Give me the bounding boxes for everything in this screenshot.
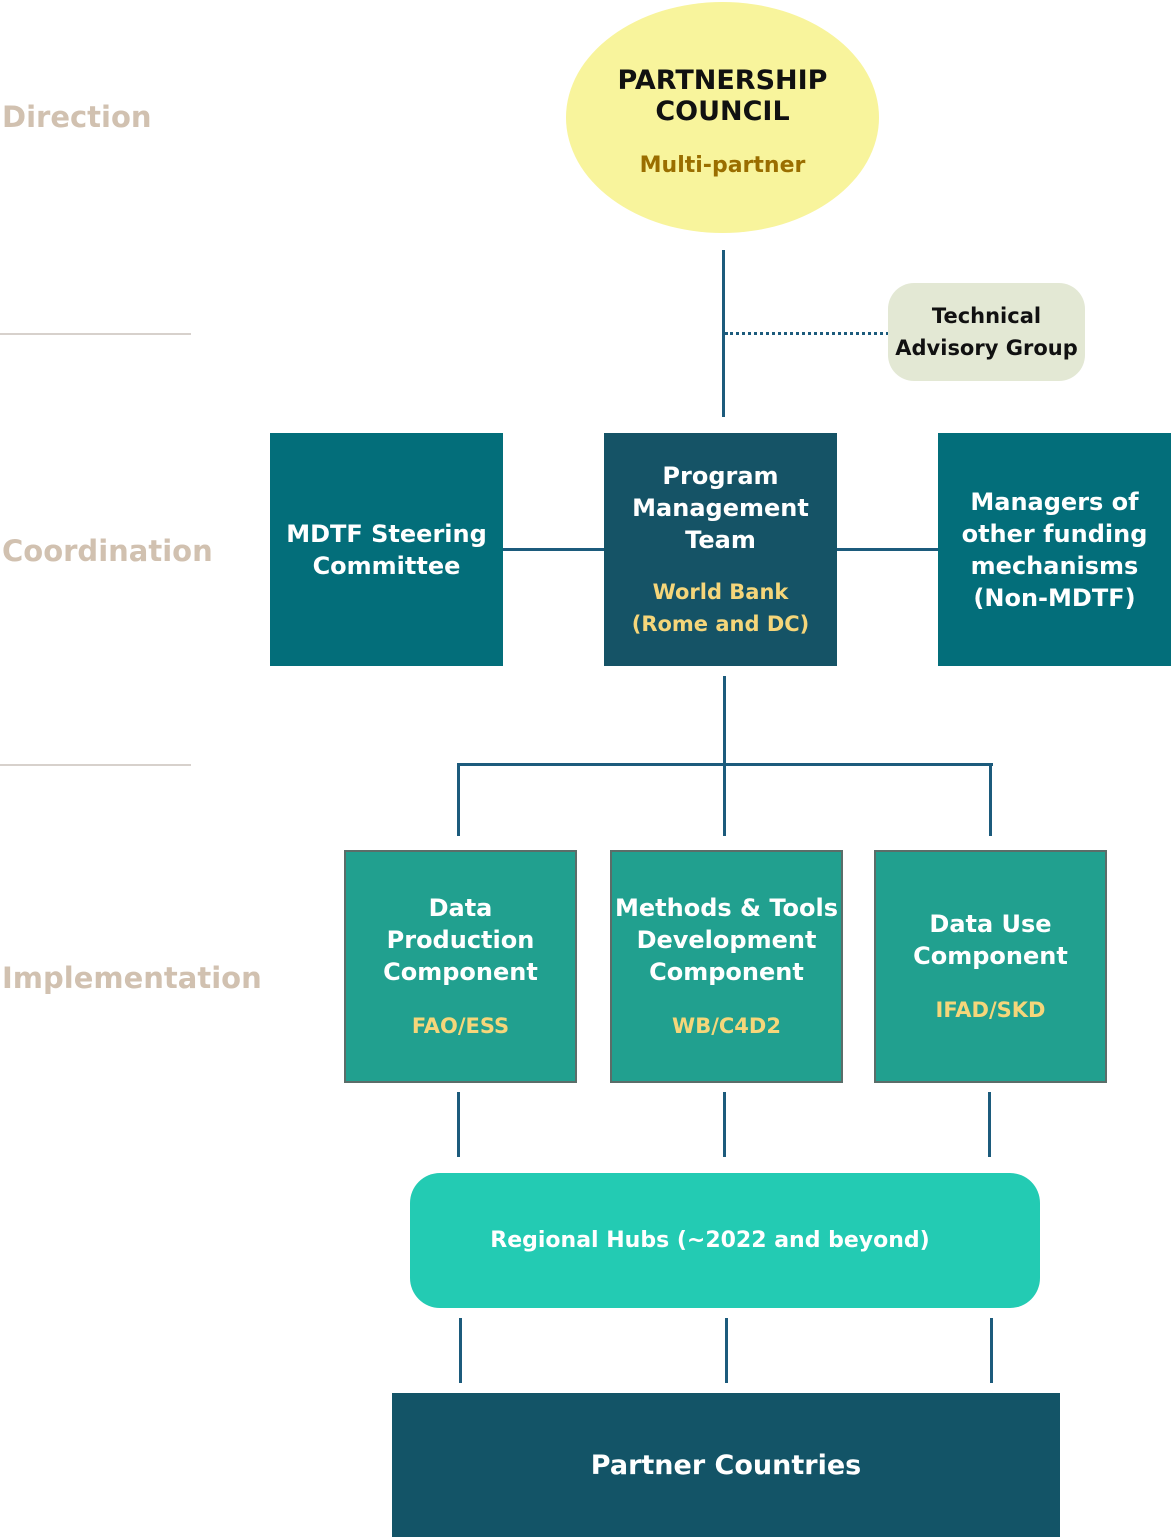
- mdtf-steering-committee-title: MDTF Steering Committee: [286, 519, 487, 580]
- component-title: Data Production Component: [383, 893, 538, 986]
- program-management-team-node: Program Management Team World Bank (Rome…: [604, 433, 837, 666]
- partnership-council-title: PARTNERSHIP COUNCIL: [617, 65, 828, 127]
- connector-to-data-production: [457, 763, 460, 836]
- technical-advisory-group-title: Technical Advisory Group: [895, 304, 1078, 360]
- connector-pmt-to-other-funding: [836, 548, 939, 551]
- component-subtitle: FAO/ESS: [411, 1013, 510, 1038]
- connector-data-production-to-hubs: [457, 1092, 460, 1157]
- data-use-component-node: Data Use Component IFAD/SKD: [874, 850, 1107, 1083]
- partnership-council-subtitle: Multi-partner: [639, 153, 806, 178]
- connector-methods-tools-to-hubs: [723, 1092, 726, 1157]
- other-funding-managers-node: Managers of other funding mechanisms (No…: [938, 433, 1171, 666]
- program-management-team-subtitle: World Bank (Rome and DC): [631, 579, 810, 636]
- methods-tools-component-node: Methods & Tools Development Component WB…: [610, 850, 843, 1083]
- component-subtitle: IFAD/SKD: [935, 997, 1046, 1022]
- level-separator-coordination: [0, 764, 191, 766]
- other-funding-managers-title: Managers of other funding mechanisms (No…: [961, 487, 1148, 612]
- partner-countries-node: Partner Countries: [392, 1393, 1060, 1537]
- connector-components-crossbar: [457, 763, 993, 766]
- partnership-council-node: PARTNERSHIP COUNCIL Multi-partner: [566, 2, 879, 233]
- connector-council-to-pmt: [722, 250, 725, 417]
- connector-hubs-to-partners-right: [990, 1318, 993, 1383]
- program-management-team-title: Program Management Team: [632, 461, 809, 554]
- level-label-direction: Direction: [2, 100, 152, 134]
- connector-hubs-to-partners-left: [459, 1318, 462, 1383]
- connector-pmt-to-components-trunk: [723, 676, 726, 836]
- connector-data-use-to-hubs: [988, 1092, 991, 1157]
- connector-mdtf-to-pmt: [502, 548, 605, 551]
- connector-advisory-dotted: [725, 332, 889, 335]
- connector-hubs-to-partners-center: [725, 1318, 728, 1383]
- regional-hubs-title: Regional Hubs (~2022 and beyond): [490, 1228, 930, 1253]
- mdtf-steering-committee-node: MDTF Steering Committee: [270, 433, 503, 666]
- level-label-coordination: Coordination: [2, 534, 213, 568]
- level-separator-direction: [0, 333, 191, 335]
- data-production-component-node: Data Production Component FAO/ESS: [344, 850, 577, 1083]
- component-title: Methods & Tools Development Component: [615, 893, 838, 986]
- regional-hubs-node: Regional Hubs (~2022 and beyond): [410, 1173, 1040, 1308]
- component-subtitle: WB/C4D2: [672, 1013, 781, 1038]
- component-title: Data Use Component: [913, 909, 1068, 970]
- connector-to-data-use: [989, 763, 992, 836]
- level-label-implementation: Implementation: [2, 961, 262, 995]
- partner-countries-title: Partner Countries: [590, 1449, 862, 1481]
- technical-advisory-group-node: Technical Advisory Group: [888, 283, 1085, 381]
